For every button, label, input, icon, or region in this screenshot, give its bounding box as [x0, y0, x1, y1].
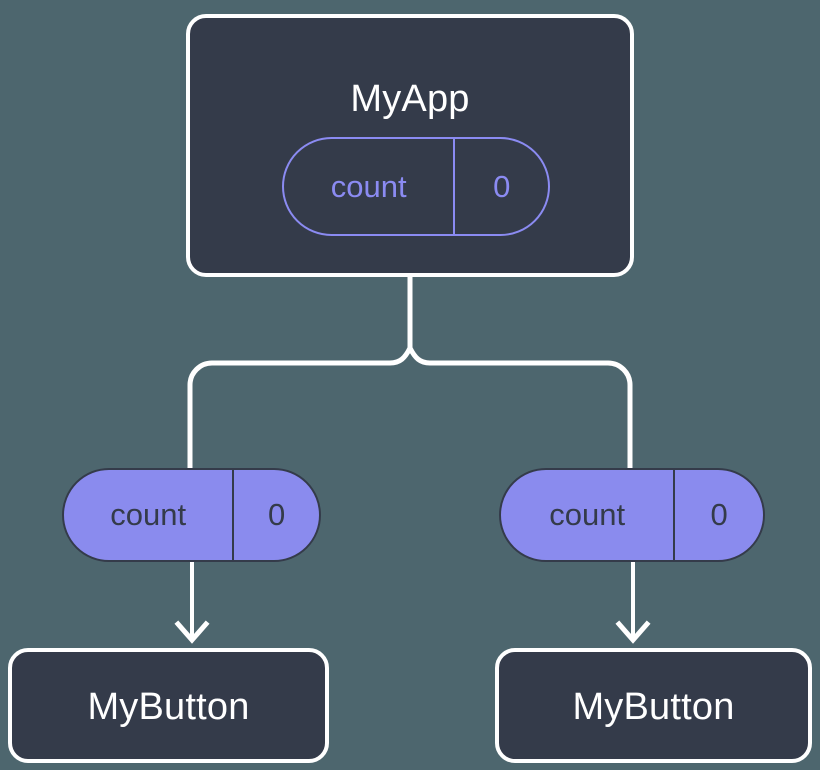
state-pill-key: count	[330, 168, 407, 204]
prop-pill-value-right: 0	[673, 470, 763, 560]
arrow-head-left-icon	[174, 620, 210, 644]
wire-branch-right	[407, 346, 633, 470]
prop-pill-count-left[interactable]: count 0	[62, 468, 321, 562]
wire-branch-left	[187, 346, 413, 470]
component-title-mybutton-right: MyButton	[572, 686, 735, 728]
prop-pill-count-right[interactable]: count 0	[499, 468, 765, 562]
arrow-head-right-icon	[615, 620, 651, 644]
prop-pill-key-right: count	[549, 497, 626, 532]
component-title-myapp: MyApp	[350, 78, 470, 120]
component-node-myapp[interactable]: MyApp count 0	[186, 14, 634, 277]
component-node-mybutton-right[interactable]: MyButton	[495, 648, 812, 763]
state-pill-value: 0	[453, 139, 548, 234]
state-pill-count[interactable]: count 0	[282, 137, 550, 236]
prop-pill-value-left: 0	[232, 470, 319, 560]
prop-pill-key-left: count	[110, 497, 187, 532]
component-title-mybutton-left: MyButton	[87, 686, 250, 728]
component-node-mybutton-left[interactable]: MyButton	[8, 648, 329, 763]
